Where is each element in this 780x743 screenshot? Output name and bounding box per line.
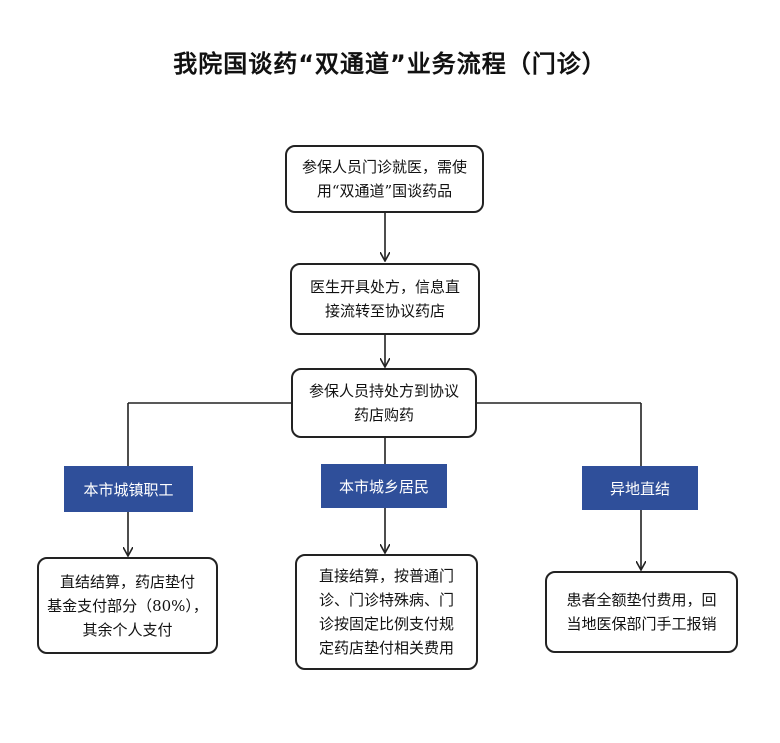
result-box-urban-employee: 直结结算，药店垫付 基金支付部分（80%）， 其余个人支付 bbox=[37, 557, 218, 654]
result-box-urban-rural-resident: 直接结算，按普通门 诊、门诊特殊病、门 诊按固定比例支付规 定药店垫付相关费用 bbox=[295, 554, 478, 670]
result-text: 患者全额垫付费用，回 当地医保部门手工报销 bbox=[566, 591, 717, 633]
step-text-1: 参保人员门诊就医，需使 用“双通道”国谈药品 bbox=[301, 158, 467, 200]
branch-tag-urban-rural-resident: 本市城乡居民 bbox=[321, 464, 447, 508]
result-text: 直接结算，按普通门 诊、门诊特殊病、门 诊按固定比例支付规 定药店垫付相关费用 bbox=[318, 567, 454, 657]
result-text: 直结结算，药店垫付 基金支付部分（80%）， 其余个人支付 bbox=[47, 572, 208, 639]
step-text-2: 医生开具处方，信息直 接流转至协议药店 bbox=[309, 278, 460, 320]
diagram-title: 我院国谈药“双通道”业务流程（门诊） bbox=[173, 50, 607, 78]
branch-tag-label: 本市城镇职工 bbox=[83, 480, 174, 499]
step-box-3: 参保人员持处方到协议 药店购药 bbox=[291, 368, 477, 438]
branch-tag-label: 异地直结 bbox=[609, 479, 670, 498]
branch-tag-urban-employee: 本市城镇职工 bbox=[64, 466, 193, 512]
branch-tag-out-of-town: 异地直结 bbox=[582, 466, 698, 510]
step-text-3: 参保人员持处方到协议 药店购药 bbox=[308, 382, 459, 424]
branch-tag-label: 本市城乡居民 bbox=[338, 477, 429, 496]
step-box-2: 医生开具处方，信息直 接流转至协议药店 bbox=[290, 263, 480, 335]
step-box-1: 参保人员门诊就医，需使 用“双通道”国谈药品 bbox=[285, 145, 484, 213]
result-box-out-of-town: 患者全额垫付费用，回 当地医保部门手工报销 bbox=[545, 571, 738, 653]
